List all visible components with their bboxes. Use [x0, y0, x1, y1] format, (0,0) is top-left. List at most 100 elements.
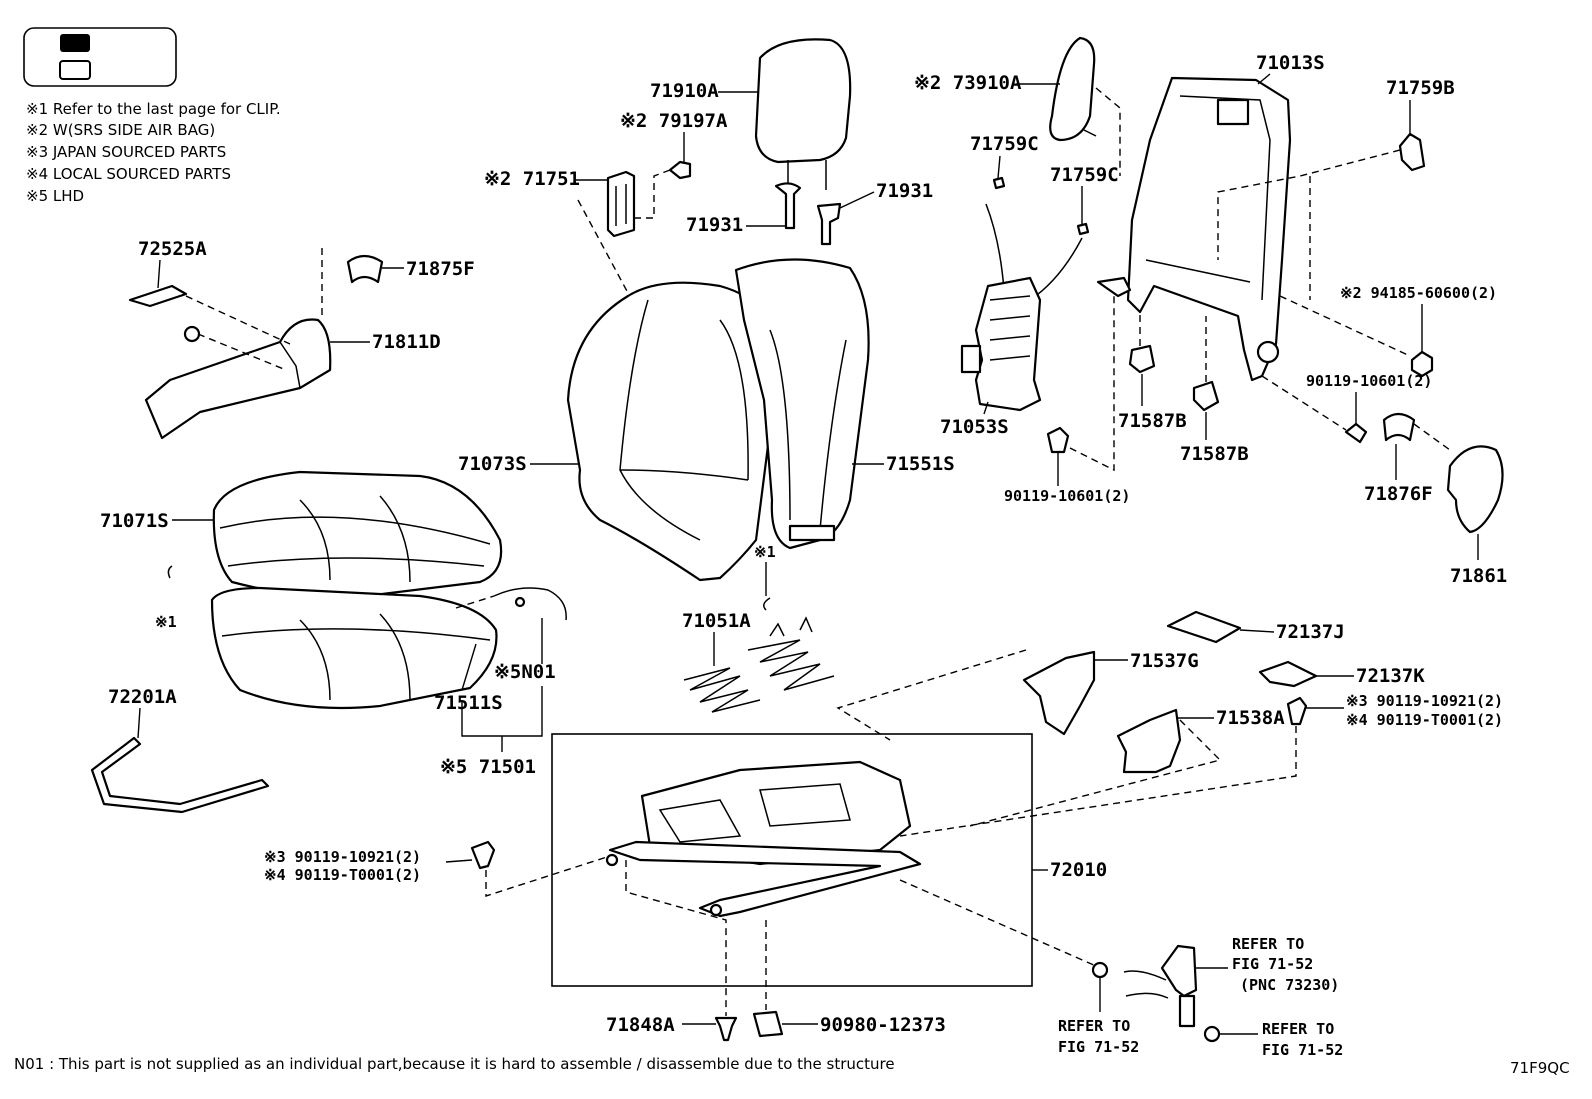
svg-text:REFER TO: REFER TO — [1232, 935, 1304, 953]
part-71511S[interactable]: 71511S — [210, 586, 503, 714]
part-94185[interactable]: ※2 94185-60600(2) — [1279, 284, 1497, 378]
part-90119-10601-right[interactable]: 90119-10601(2) — [1261, 372, 1432, 444]
part-71551S[interactable]: 71551S — [734, 258, 955, 550]
part-90119-10601-left[interactable]: 90119-10601(2) — [1004, 296, 1130, 505]
svg-text:※2 94185-60600(2): ※2 94185-60600(2) — [1340, 284, 1497, 302]
clip-ref-1b: ※1 — [754, 543, 776, 611]
svg-text:71053S: 71053S — [940, 416, 1009, 438]
svg-text:71587B: 71587B — [1180, 443, 1249, 465]
part-N01[interactable]: ※5N01 — [455, 587, 567, 683]
part-90119-left-bolt[interactable]: ※3 90119-10921(2) ※4 90119-T0001(2) — [264, 840, 611, 897]
part-71931-right[interactable]: 71931 — [816, 180, 933, 246]
svg-text:※4 90119-T0001(2): ※4 90119-T0001(2) — [264, 866, 421, 884]
part-71053S[interactable]: 71053S — [940, 203, 1083, 438]
svg-text:※3 90119-10921(2): ※3 90119-10921(2) — [264, 848, 421, 866]
svg-text:※1: ※1 — [155, 613, 177, 631]
part-71759B[interactable]: 71759B — [1217, 77, 1455, 300]
svg-text:71071S: 71071S — [100, 510, 169, 532]
part-71910A[interactable]: 71910A — [650, 38, 852, 190]
seatbelt-buckle-ref[interactable] — [1091, 944, 1258, 1043]
legend-note-3: ※3 JAPAN SOURCED PARTS — [26, 143, 226, 161]
svg-text:71861: 71861 — [1450, 565, 1507, 587]
part-71861[interactable]: 71861 — [1446, 445, 1507, 587]
svg-text:71538A: 71538A — [1216, 707, 1285, 729]
legend-filled-key-icon — [60, 34, 90, 52]
part-71073S[interactable]: 71073S — [458, 281, 776, 582]
svg-text:FIG 71-52: FIG 71-52 — [1232, 955, 1313, 973]
svg-text:71931: 71931 — [876, 180, 933, 202]
svg-text:71811D: 71811D — [372, 331, 441, 353]
part-72137J[interactable]: 72137J — [1166, 610, 1345, 644]
svg-text:72525A: 72525A — [138, 238, 207, 260]
part-71848A[interactable]: 71848A — [606, 1014, 738, 1042]
part-71811D[interactable]: 71811D — [144, 248, 441, 440]
svg-text:71931: 71931 — [686, 214, 743, 236]
svg-text:※3 90119-10921(2): ※3 90119-10921(2) — [1346, 692, 1503, 710]
legend-notes: ※1 Refer to the last page for CLIP. ※2 W… — [26, 100, 281, 205]
svg-text:(PNC 73230): (PNC 73230) — [1240, 976, 1339, 994]
part-71587B-upper[interactable]: 71587B — [1118, 312, 1187, 432]
clip-ref-1: ※1 — [155, 565, 177, 631]
part-72201A[interactable]: 72201A — [90, 686, 270, 814]
refer-to-fig-71-52-buckle[interactable]: REFER TO FIG 71-52 (PNC 73230) — [1232, 935, 1339, 994]
part-71759C-left[interactable]: 71759C — [970, 133, 1039, 190]
footer-note: N01 : This part is not supplied as an in… — [14, 1055, 895, 1073]
svg-text:FIG 71-52: FIG 71-52 — [1058, 1038, 1139, 1056]
svg-text:90119-10601(2): 90119-10601(2) — [1306, 372, 1432, 390]
part-71501[interactable]: ※5 71501 — [440, 686, 543, 778]
svg-text:90980-12373: 90980-12373 — [820, 1014, 946, 1036]
legend-note-4: ※4 LOCAL SOURCED PARTS — [26, 165, 231, 183]
svg-text:71759C: 71759C — [970, 133, 1039, 155]
refer-to-fig-71-52-left[interactable]: REFER TO FIG 71-52 — [1058, 1017, 1139, 1056]
part-72010[interactable]: 72010 — [551, 733, 1107, 1016]
part-71051A[interactable]: 71051A — [682, 610, 835, 713]
part-71876F[interactable]: 71876F — [1364, 412, 1451, 505]
svg-text:71848A: 71848A — [606, 1014, 675, 1036]
svg-text:※2 73910A: ※2 73910A — [914, 72, 1022, 94]
svg-text:72137J: 72137J — [1276, 621, 1345, 643]
part-71759C-right[interactable]: 71759C — [1050, 164, 1119, 236]
svg-text:71910A: 71910A — [650, 80, 719, 102]
svg-text:71876F: 71876F — [1364, 483, 1433, 505]
svg-text:REFER TO: REFER TO — [1058, 1017, 1130, 1035]
svg-text:72010: 72010 — [1050, 859, 1107, 881]
part-73910A[interactable]: ※2 73910A — [914, 36, 1121, 176]
svg-text:72201A: 72201A — [108, 686, 177, 708]
svg-text:71551S: 71551S — [886, 453, 955, 475]
legend-box — [23, 27, 177, 87]
refer-to-fig-71-52-right[interactable]: REFER TO FIG 71-52 — [1262, 1020, 1343, 1059]
svg-text:71073S: 71073S — [458, 453, 527, 475]
svg-text:71013S: 71013S — [1256, 52, 1325, 74]
part-79197A[interactable]: ※2 79197A — [620, 110, 728, 180]
part-71751[interactable]: ※2 71751 — [484, 168, 671, 361]
svg-text:71587B: 71587B — [1118, 410, 1187, 432]
svg-text:REFER TO: REFER TO — [1262, 1020, 1334, 1038]
part-90119-right-bolt[interactable]: ※3 90119-10921(2) ※4 90119-T0001(2) — [899, 692, 1503, 837]
svg-text:※2 71751: ※2 71751 — [484, 168, 580, 190]
svg-text:71511S: 71511S — [434, 692, 503, 714]
part-71538A[interactable]: 71538A — [969, 707, 1285, 827]
svg-text:71875F: 71875F — [406, 258, 475, 280]
part-71071S[interactable]: 71071S — [100, 470, 503, 598]
svg-text:FIG 71-52: FIG 71-52 — [1262, 1041, 1343, 1059]
legend-note-5: ※5 LHD — [26, 187, 84, 205]
part-71013S[interactable]: 71013S — [1096, 52, 1325, 382]
part-90980-12373[interactable]: 90980-12373 — [752, 1010, 946, 1038]
svg-text:71051A: 71051A — [682, 610, 751, 632]
svg-text:72137K: 72137K — [1356, 665, 1425, 687]
svg-text:※4 90119-T0001(2): ※4 90119-T0001(2) — [1346, 711, 1503, 729]
svg-text:71759C: 71759C — [1050, 164, 1119, 186]
part-71537G[interactable]: 71537G — [836, 649, 1199, 741]
svg-text:※1: ※1 — [754, 543, 776, 561]
svg-text:※5N01: ※5N01 — [494, 661, 556, 683]
svg-text:※5 71501: ※5 71501 — [440, 756, 536, 778]
part-71931-left[interactable]: 71931 — [686, 182, 802, 236]
legend-note-1: ※1 Refer to the last page for CLIP. — [26, 100, 281, 118]
svg-text:※2 79197A: ※2 79197A — [620, 110, 728, 132]
legend-outline-key-icon — [59, 60, 91, 80]
part-71875F[interactable]: 71875F — [346, 254, 475, 284]
part-72137K[interactable]: 72137K — [1258, 660, 1425, 688]
figure-id: 71F9QC — [1510, 1059, 1570, 1077]
part-72525A[interactable]: 72525A — [128, 238, 207, 308]
part-71587B-lower[interactable]: 71587B — [1180, 316, 1249, 465]
